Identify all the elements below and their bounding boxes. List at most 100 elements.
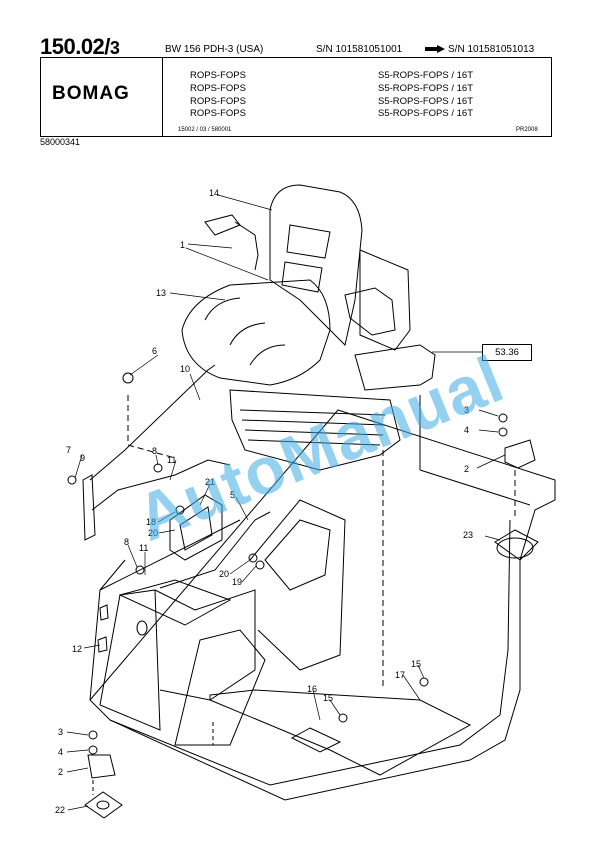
cab-frame-inner <box>109 519 511 786</box>
seat-backrest-pads <box>281 224 331 293</box>
console-hole <box>136 620 148 636</box>
clip-12b <box>97 636 108 653</box>
callout-3-left: 3 <box>58 727 64 737</box>
callout-14: 14 <box>209 188 220 198</box>
title-right-3: S5-ROPS-FOPS / 16T <box>378 95 474 107</box>
callout-23: 23 <box>463 530 474 540</box>
support-rod <box>89 364 216 481</box>
title-left-2: ROPS-FOPS <box>190 82 246 94</box>
seat-suspension-bellows <box>239 409 386 446</box>
seat-belt-right <box>344 287 396 336</box>
callout-4-right: 4 <box>464 425 470 435</box>
seat-belt-left <box>204 214 259 271</box>
armrest <box>354 344 436 391</box>
serial-to: S/N 101581051013 <box>448 44 535 55</box>
callout-6: 6 <box>152 346 158 356</box>
leader-lines <box>66 194 506 811</box>
callout-8b: 8 <box>124 537 130 547</box>
callout-13: 13 <box>156 288 167 298</box>
callout-19: 19 <box>232 577 243 587</box>
callout-3-right: 3 <box>464 405 470 415</box>
seat-cushion-pads <box>204 297 286 366</box>
callout-2-right: 2 <box>464 464 470 474</box>
console-upper <box>249 499 346 671</box>
console-pedestal <box>174 629 266 746</box>
cab-back-wall <box>419 395 531 506</box>
footer-code: 15002 / 03 / 580001 <box>178 127 232 133</box>
callout-22: 22 <box>55 805 66 815</box>
header-box <box>40 57 552 137</box>
bolt-6 <box>122 372 134 384</box>
console-front <box>99 589 161 731</box>
seat-cushion <box>181 279 331 386</box>
callout-11b: 11 <box>139 543 149 553</box>
bolt-15a <box>419 677 429 687</box>
titles-right: S5-ROPS-FOPS / 16T S5-ROPS-FOPS / 16T S5… <box>378 70 473 121</box>
console-upper-inner <box>264 519 331 591</box>
callout-8a: 8 <box>152 446 158 456</box>
bolt-3-right <box>498 413 508 423</box>
title-left-1: ROPS-FOPS <box>190 70 246 81</box>
bolt-15b <box>338 713 348 723</box>
support-rod-2 <box>91 459 231 511</box>
title-left-4: ROPS-FOPS <box>190 108 246 120</box>
bracket-left <box>82 474 96 541</box>
callout-4-left: 4 <box>58 747 64 757</box>
mount-22 <box>84 791 123 819</box>
seat-suspension <box>229 389 401 471</box>
callout-12: 12 <box>72 644 83 654</box>
callout-15a: 15 <box>411 659 422 669</box>
bolt-19 <box>255 560 265 570</box>
callout-9: 9 <box>80 453 86 463</box>
bracket-21-inner <box>179 506 213 551</box>
callout-11a: 11 <box>167 455 177 465</box>
titles-left: ROPS-FOPS ROPS-FOPS ROPS-FOPS ROPS-FOPS <box>190 70 246 121</box>
document-number: 58000341 <box>40 137 81 147</box>
title-right-4: S5-ROPS-FOPS / 16T <box>378 108 474 120</box>
model-label: BW 156 PDH-3 (USA) <box>165 44 264 55</box>
callout-20b: 20 <box>219 569 230 579</box>
bolt-8b <box>135 565 145 575</box>
callout-1: 1 <box>180 240 186 250</box>
title-right-2: S5-ROPS-FOPS / 16T <box>378 82 474 94</box>
page-number-sub: 3 <box>109 38 120 58</box>
arrow-right-icon <box>425 45 445 53</box>
callout-5: 5 <box>230 490 236 500</box>
title-right-1: S5-ROPS-FOPS / 16T <box>378 70 474 81</box>
mount-22-hole <box>96 800 110 810</box>
support-rod-dash <box>127 395 176 459</box>
mount-23 <box>496 537 534 559</box>
reference-box: 53.36 <box>482 344 532 361</box>
console-body <box>154 589 256 701</box>
cross-bar <box>159 511 271 589</box>
callout-21: 21 <box>205 477 216 487</box>
cab-frame <box>89 409 556 801</box>
callout-16: 16 <box>307 684 318 694</box>
mount-23-plate <box>494 529 539 561</box>
callout-7: 7 <box>66 445 72 455</box>
serial-from: S/N 101581051001 <box>316 44 403 55</box>
callout-15b: 15 <box>323 693 334 703</box>
console-top <box>118 579 232 626</box>
bomag-logo: BOMAG <box>52 83 130 104</box>
callout-2-left: 2 <box>58 767 64 777</box>
footer-ref: PR2008 <box>516 127 538 133</box>
washer-4-left <box>88 745 98 755</box>
floor-plate-inner <box>290 727 342 753</box>
bolt-3-left <box>88 730 98 740</box>
mount-2-left <box>87 754 116 779</box>
clip-12a <box>99 604 109 621</box>
callout-17: 17 <box>395 670 406 680</box>
page-number: 150.02/3 <box>40 34 120 59</box>
bolt-18 <box>175 505 185 515</box>
title-left-3: ROPS-FOPS <box>190 95 246 107</box>
header-divider <box>162 57 163 137</box>
callout-10: 10 <box>180 364 191 374</box>
callout-18: 18 <box>146 517 157 527</box>
callout-20a: 20 <box>148 528 159 538</box>
bolt-20 <box>248 553 258 563</box>
mount-2-right <box>504 439 536 469</box>
seat-backrest <box>269 184 363 346</box>
bolt-7 <box>67 475 77 485</box>
